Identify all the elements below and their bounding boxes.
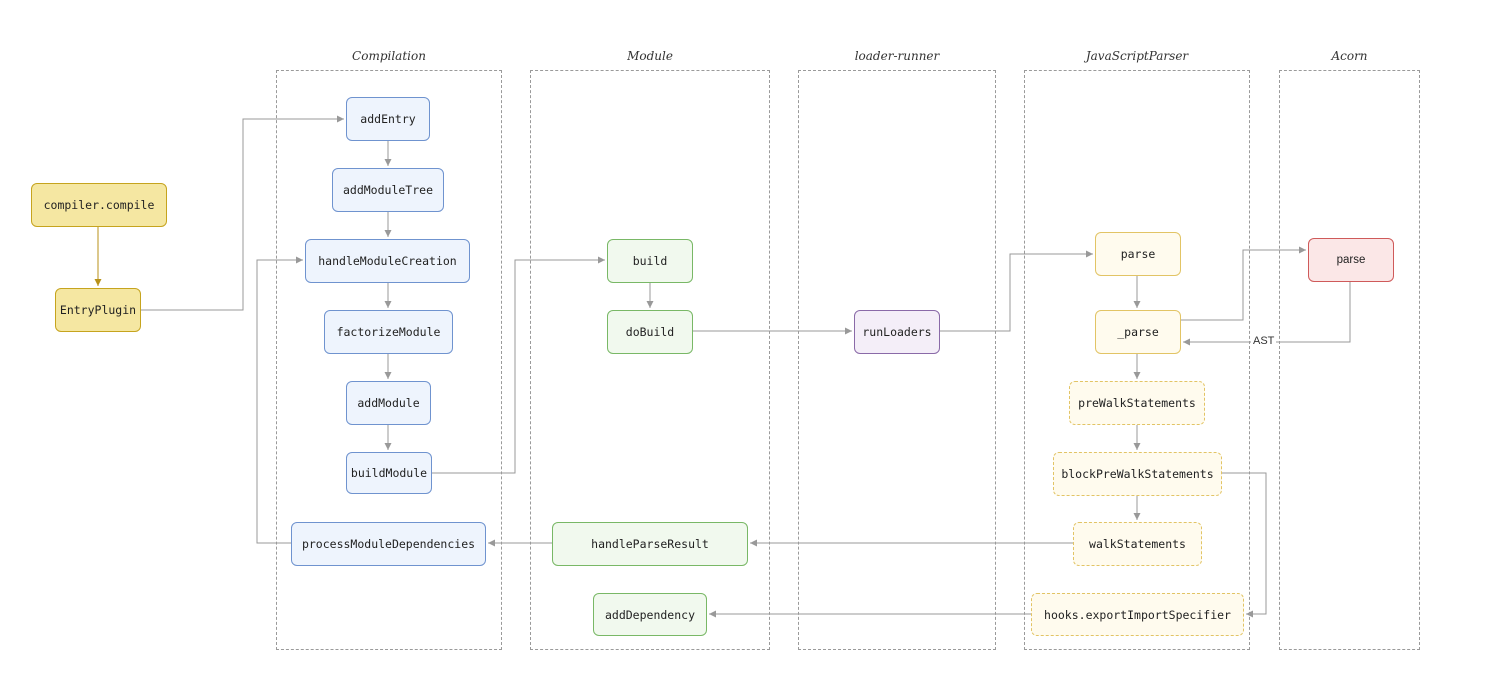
node-acorn-parse[interactable]: parse [1308, 238, 1394, 282]
node-handlemodulecreation[interactable]: handleModuleCreation [305, 239, 470, 283]
node-adddependency[interactable]: addDependency [593, 593, 707, 636]
lane-title-javascriptparser: JavaScriptParser [1085, 49, 1189, 63]
lane-loader-runner [798, 70, 996, 650]
edge-_parse-to-acorn-parse [1181, 246, 1306, 321]
node-hooks-exportimportspecifier[interactable]: hooks.exportImportSpecifier [1031, 593, 1244, 636]
lane-title-acorn: Acorn [1331, 49, 1368, 63]
lane-javascriptparser [1024, 70, 1250, 650]
node-addentry[interactable]: addEntry [346, 97, 430, 141]
edge-entryplugin-to-addentry [141, 115, 344, 311]
edge-acorn-parse-to-_parse [1183, 282, 1351, 346]
node-factorizemodule[interactable]: factorizeModule [324, 310, 453, 354]
node-handleparseresult[interactable]: handleParseResult [552, 522, 748, 566]
node-entryplugin[interactable]: EntryPlugin [55, 288, 141, 332]
node-parse[interactable]: parse [1095, 232, 1181, 276]
lane-module [530, 70, 770, 650]
lane-title-module: Module [627, 49, 673, 63]
node-build[interactable]: build [607, 239, 693, 283]
lane-title-compilation: Compilation [352, 49, 426, 63]
node-processmoduledependencies[interactable]: processModuleDependencies [291, 522, 486, 566]
node-runloaders[interactable]: runLoaders [854, 310, 940, 354]
lane-title-loader-runner: loader-runner [854, 49, 940, 63]
edge-label-ast: AST [1251, 335, 1277, 347]
node-dobuild[interactable]: doBuild [607, 310, 693, 354]
node-addmodule[interactable]: addModule [346, 381, 431, 425]
edge-blockprewalk-to-hooks [1222, 472, 1267, 618]
node-addmoduletree[interactable]: addModuleTree [332, 168, 444, 212]
edge-processdeps-to-handlemodulecreation [256, 256, 303, 544]
node-buildmodule[interactable]: buildModule [346, 452, 432, 494]
node-compiler-compile[interactable]: compiler.compile [31, 183, 167, 227]
edge-runloaders-to-parse [940, 250, 1093, 332]
node-blockprewalkstatements[interactable]: blockPreWalkStatements [1053, 452, 1222, 496]
node-prewalkstatements[interactable]: preWalkStatements [1069, 381, 1205, 425]
node-walkstatements[interactable]: walkStatements [1073, 522, 1202, 566]
lane-compilation [276, 70, 502, 650]
node-_parse[interactable]: _parse [1095, 310, 1181, 354]
edge-buildmodule-to-build [432, 256, 605, 474]
lane-acorn [1279, 70, 1420, 650]
